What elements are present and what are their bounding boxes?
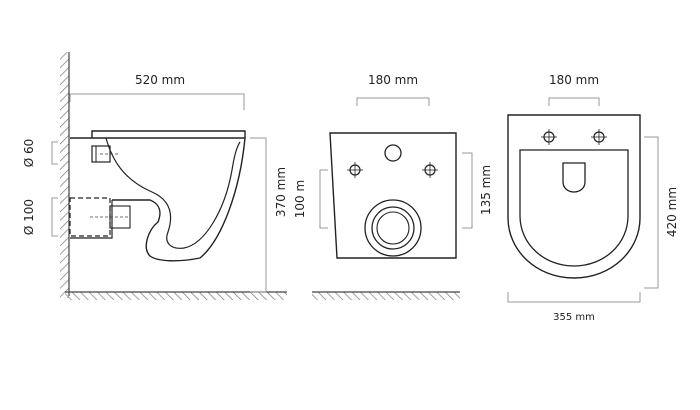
bowl-base: [70, 200, 113, 239]
top-width-dimension: [548, 97, 600, 106]
lower-pipe-dimension: [51, 197, 58, 237]
rear-view: 180 mm 100 m 135 mm: [293, 73, 493, 300]
rear-right-bolt: [422, 162, 438, 178]
top-outer-outline: [507, 114, 641, 279]
top-length-dimension: [644, 136, 659, 289]
height-dimension-line: [250, 137, 267, 293]
floor-hatch-middle: [312, 292, 460, 300]
top-width-label: 180 mm: [549, 73, 599, 87]
rear-outlet-dimension: [319, 169, 328, 229]
rear-outlet: [364, 199, 422, 257]
rear-top-hole: [384, 144, 402, 162]
rear-width-label: 180 mm: [368, 73, 418, 87]
rear-height-label: 135 mm: [479, 165, 493, 215]
floor-hatch-left: [65, 292, 287, 300]
rear-height-dimension: [462, 152, 473, 229]
rear-outlet-label: 100 m: [293, 180, 307, 218]
top-right-bolt: [591, 129, 607, 145]
top-left-bolt: [541, 129, 557, 145]
height-label: 370 mm: [274, 167, 288, 217]
wall-hatch: [60, 52, 69, 298]
bowl-inner-outline: [105, 137, 241, 249]
rear-left-bolt: [347, 162, 363, 178]
upper-pipe-dimension: [51, 141, 58, 165]
top-length-label: 420 mm: [665, 187, 679, 237]
top-view: 180 mm 420 mm 355 mm: [507, 73, 679, 323]
side-view: 520 mm 370 mm Ø 60 Ø 100: [22, 52, 288, 300]
rear-width-dimension: [356, 97, 430, 106]
bowl-side-outline: [70, 130, 246, 262]
width-dimension-line: [69, 93, 245, 110]
lower-pipe-label: Ø 100: [22, 199, 36, 235]
top-overall-width-dimension: [507, 292, 641, 303]
top-drain: [562, 162, 586, 193]
top-overall-width-label: 355 mm: [553, 312, 595, 323]
upper-pipe-label: Ø 60: [22, 139, 36, 168]
top-inner-outline: [519, 149, 629, 267]
rear-outline: [329, 132, 457, 259]
width-label: 520 mm: [135, 73, 185, 87]
